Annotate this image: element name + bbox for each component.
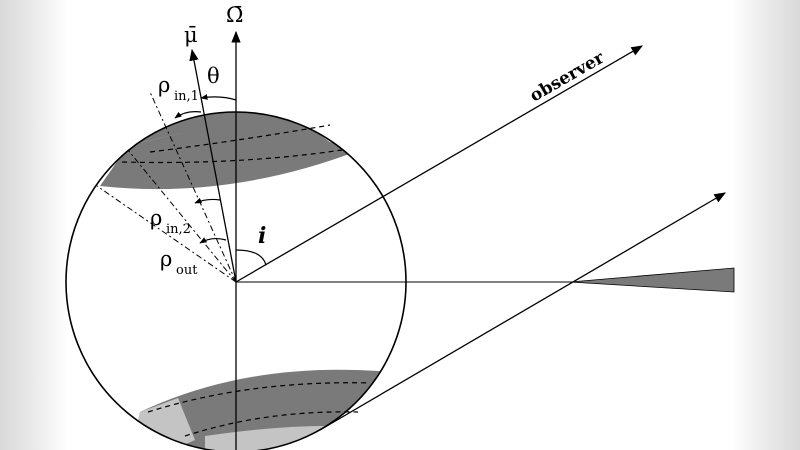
theta-arc (200, 94, 237, 101)
mu-bar-label: μ̄ (184, 23, 198, 47)
rho-out-symbol: ρ (160, 247, 172, 271)
lower-dashed-arc-1 (147, 382, 371, 413)
upper-dashed-arc-2 (121, 149, 343, 164)
inclination-arc (235, 249, 267, 266)
theta-label: θ (207, 64, 220, 88)
rho-in1-symbol: ρ (158, 73, 170, 97)
lower-light-band-2 (205, 425, 340, 450)
rho-in2-symbol: ρ (150, 206, 162, 230)
omega-bar-label: Ω̄ (226, 3, 243, 27)
observer-label: observer (527, 47, 609, 106)
left-edge-fade (0, 0, 68, 450)
rho-in2-subscript: in,2 (166, 222, 191, 237)
rho-in1-arc (174, 111, 202, 119)
observer-direction (235, 45, 644, 283)
rho-out-arc (199, 237, 227, 244)
upper-band-cap (128, 112, 330, 146)
upper-dark-band (100, 126, 360, 190)
rho-in2-arc (194, 197, 221, 204)
rho-in1-radius (149, 91, 237, 283)
rho-in2-radius (127, 149, 237, 283)
rho-in1-subscript: in,1 (174, 89, 199, 104)
right-edge-fade (732, 0, 800, 450)
tangent-sightline (319, 192, 727, 431)
rho-out-subscript: out (176, 263, 198, 278)
disc-wedge (569, 267, 735, 293)
magnetic-axis (189, 48, 237, 283)
rho-out-radius (96, 185, 237, 283)
upper-dashed-arc-1 (149, 124, 331, 153)
inclination-label: i (258, 223, 266, 249)
lower-dashed-arc-2 (184, 411, 359, 437)
